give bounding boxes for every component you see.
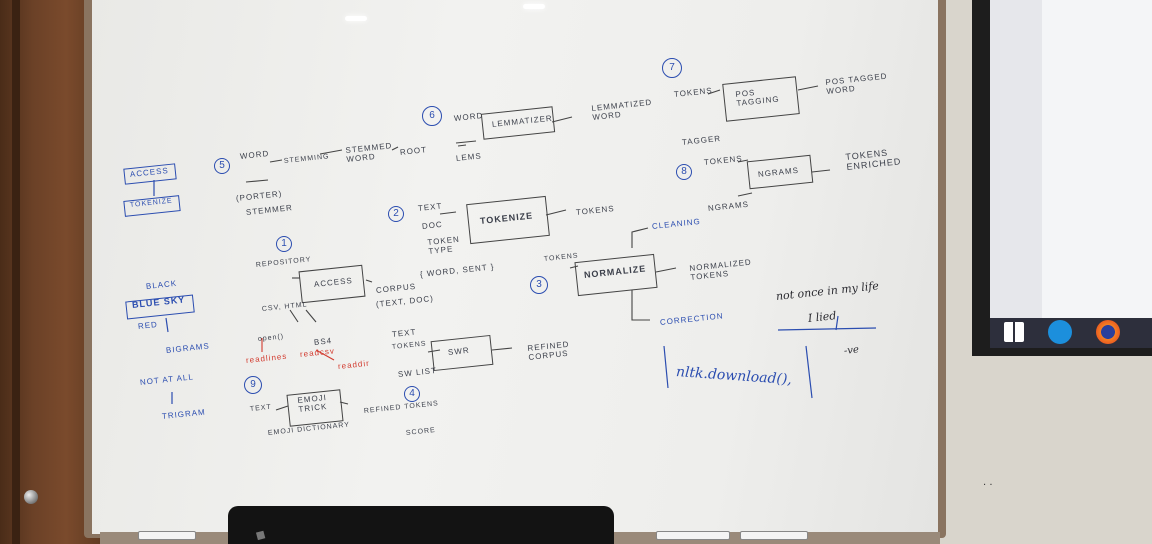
marker: [656, 531, 730, 540]
whiteboard: [92, 0, 938, 534]
door-knob: [24, 490, 38, 504]
windows-start-icon[interactable]: [1004, 322, 1024, 342]
light-reflection: [523, 4, 545, 9]
step-5-circle: 5: [214, 158, 230, 174]
firefox-icon[interactable]: [1096, 320, 1120, 344]
step-9-circle: 9: [244, 376, 262, 394]
marker: [138, 531, 196, 540]
internet-explorer-icon[interactable]: [1048, 320, 1072, 344]
marker: [740, 531, 808, 540]
step-6-circle: 6: [422, 106, 442, 126]
sentiment-line-3: -ve: [843, 344, 860, 357]
step-2-circle: 2: [388, 206, 404, 222]
step-8-circle: 8: [676, 164, 692, 180]
step-7-circle: 7: [662, 58, 682, 78]
step1-bs4: BS4: [313, 336, 333, 347]
laptop-lid: [228, 506, 614, 544]
door-frame: [12, 0, 20, 544]
projected-pane: [990, 0, 1042, 318]
light-reflection: [345, 16, 367, 21]
step-4-circle: 4: [404, 386, 420, 402]
step-3-circle: 3: [530, 276, 548, 294]
step-1-circle: 1: [276, 236, 292, 252]
wall-sensor: · ·: [983, 480, 993, 491]
